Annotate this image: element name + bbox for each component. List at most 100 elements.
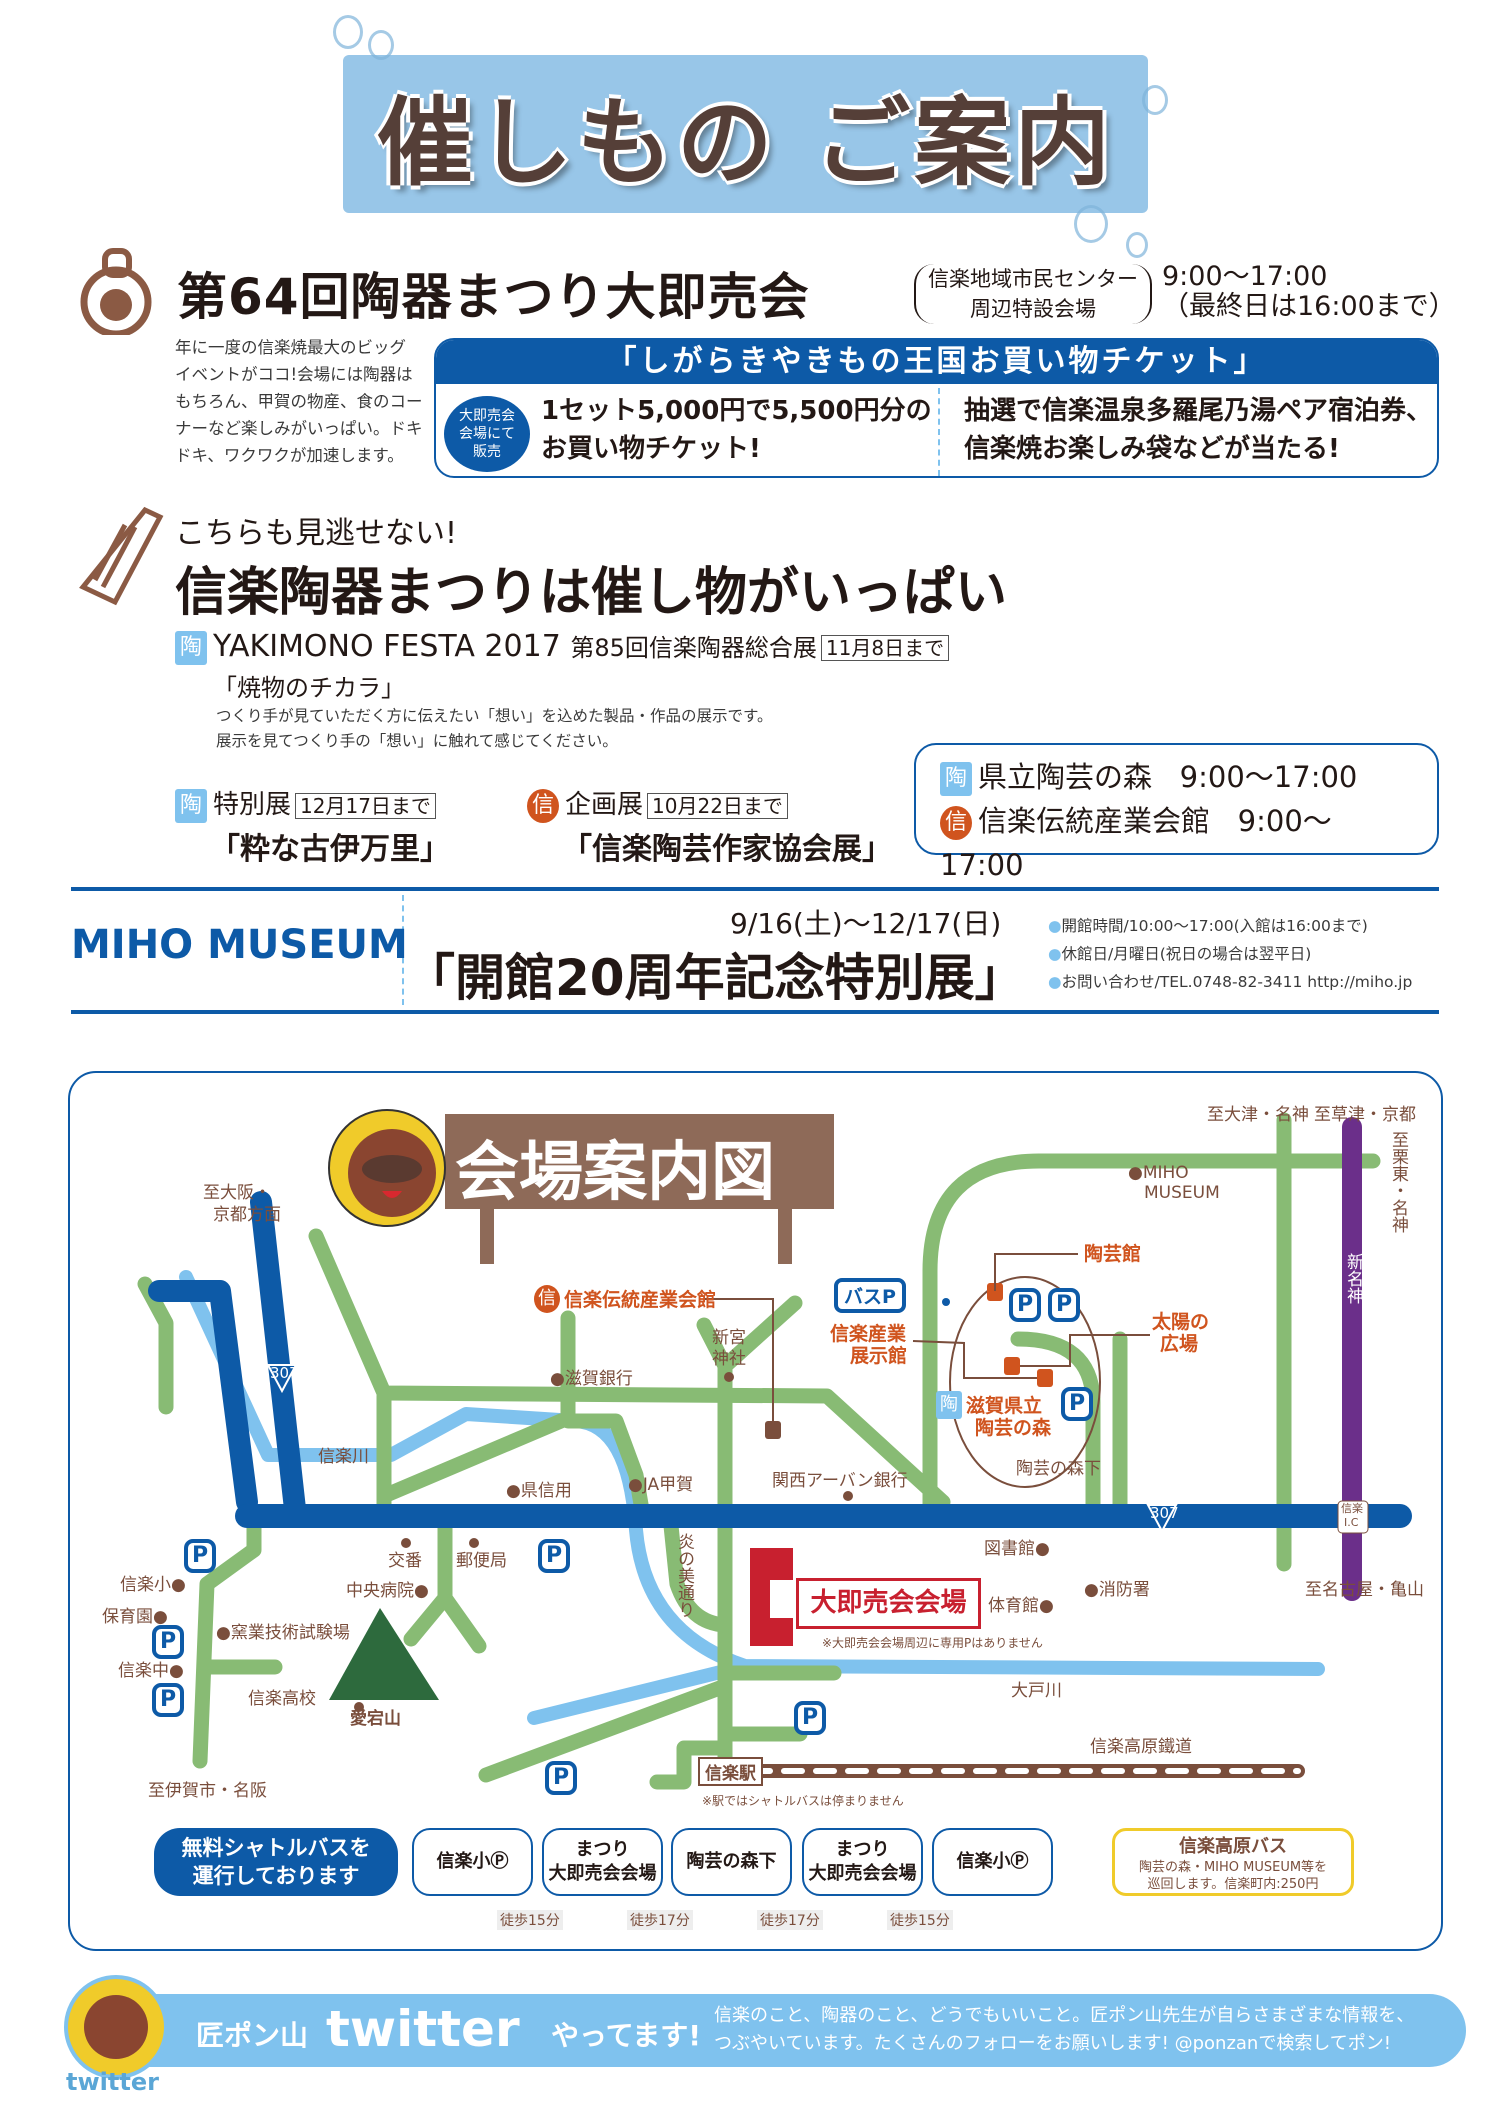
parking-icon: P — [545, 1761, 577, 1795]
sign-board — [445, 1114, 834, 1264]
route-number: 307 — [1150, 1504, 1179, 1522]
shuttle-stop: 陶芸の森下 — [671, 1828, 792, 1896]
events-title: 信楽陶器まつりは催し物がいっぱい — [175, 563, 1008, 623]
shuttle-stop: まつり大即売会会場 — [802, 1828, 923, 1896]
ic-box — [1337, 1500, 1369, 1534]
ticket-lottery: 抽選で信楽温泉多羅尾乃湯ペア宿泊券、 信楽焼お楽しみ袋などが当たる! — [964, 392, 1432, 468]
shuttle-stop: 信楽小Ⓟ — [412, 1828, 533, 1896]
divider — [71, 887, 1439, 891]
bus-parking-label: バスP — [834, 1278, 906, 1313]
poi-label: 体育館● — [988, 1596, 1054, 1616]
pottery-jar-icon — [80, 248, 152, 335]
offer-line: お買い物チケット! — [541, 434, 761, 464]
desc-line: 展示を見てつくり手の「想い」に触れて感じてください。 — [216, 732, 618, 750]
kogen-bus-title: 信楽高原バス — [1179, 1836, 1287, 1857]
divider — [71, 1010, 1439, 1014]
direction-label: 至名古屋・亀山 — [1305, 1580, 1424, 1600]
badge-line: 販売 — [473, 444, 501, 460]
shuttle-stop: 信楽小Ⓟ — [932, 1828, 1053, 1896]
route-shield-icon — [266, 1364, 1178, 1534]
ic-label: 信楽 — [1341, 1502, 1363, 1515]
info-text: 休館日/月曜日(祝日の場合は翌平日) — [1061, 945, 1312, 963]
festival-time: 9:00〜17:00 — [1162, 261, 1328, 292]
msg-line: 信楽のこと、陶器のこと、どうでもいいこと。匠ポン山先生が自らさまざまな情報を、 — [714, 2005, 1415, 2026]
poi-label: 関西アーバン銀行 — [772, 1471, 908, 1491]
shuttle-line: 運行しております — [192, 1864, 360, 1888]
bubble-decoration — [1074, 205, 1108, 243]
sale-badge: 大即売会 会場にて 販売 — [444, 396, 530, 472]
facility-label: 展示館 — [850, 1345, 908, 1367]
poi-label: 交番 — [388, 1551, 422, 1571]
stop-name: 信楽小Ⓟ — [436, 1851, 509, 1872]
poi-label: 中央病院● — [346, 1581, 429, 1601]
bubble-decoration — [1126, 232, 1148, 258]
parking-icon: P — [794, 1701, 826, 1735]
parking-icon: P — [538, 1539, 570, 1573]
desc-line: 年に一度の信楽焼最大のビッグ — [175, 338, 406, 357]
bus-stop-label: 陶芸の森下 — [1016, 1459, 1101, 1479]
direction-label: 至栗東・名神 — [1388, 1131, 1408, 1233]
route-307-west — [148, 1191, 306, 1520]
tanuki-face-icon — [84, 1995, 148, 2059]
museum-icon-shin: 信 — [534, 1285, 560, 1313]
miho-info: ●開館時間/10:00〜17:00(入館は16:00まで) ●休館日/月曜日(祝… — [1048, 912, 1412, 996]
museum-icon-to: 陶 — [936, 1391, 962, 1419]
walk-time: 徒歩15分 — [497, 1910, 563, 1930]
offer-line: 1セット5,000円で5,500円分の — [541, 396, 932, 426]
desc-line: イベントがココ!会場には陶器は — [175, 365, 413, 384]
facility-label: 陶芸館 — [1084, 1243, 1142, 1265]
shuttle-bus-label: 無料シャトルバスを 運行しております — [154, 1828, 398, 1896]
parking-icon: P — [1009, 1288, 1041, 1322]
ticket-offer: 1セット5,000円で5,500円分の お買い物チケット! — [541, 392, 932, 468]
poi-label: ●消防署 — [1084, 1580, 1150, 1600]
divider — [938, 388, 940, 476]
map-title: 会場案内図 — [455, 1136, 775, 1210]
stop-name: 陶芸の森下 — [686, 1851, 777, 1872]
museum-icon-shin: 信 — [940, 806, 972, 840]
badge-line: 大即売会 — [459, 408, 515, 424]
parking-icon: P — [1061, 1387, 1093, 1421]
museum-icon-to: 陶 — [940, 762, 972, 796]
title-banner: 催しもの ご案内 — [333, 15, 1168, 258]
miho-exhibit-title: 「開館20周年記念特別展」 — [405, 949, 1025, 1007]
desc-line: ナーなど楽しみがいっぱい。ドキ — [175, 419, 423, 438]
twitter-banner[interactable]: 匠ポン山 twitter やってます! 信楽のこと、陶器のこと、どうでもいいこと… — [136, 1994, 1466, 2067]
yakimono-name: YAKIMONO FESTA 2017 — [213, 629, 561, 664]
yakimono-theme: 「焼物のチカラ」 — [213, 674, 405, 702]
venue-map: 会場案内図 307 307 至大阪・ 京都方面 至大津・名神 至草津・京都 至栗… — [68, 1071, 1443, 1951]
venue-note: ※大即売会会場周辺に専用Pはありません — [822, 1636, 1043, 1650]
bubble-decoration — [368, 30, 394, 60]
poi-label: ●県信用 — [506, 1481, 572, 1501]
direction-label: 至伊賀市・名阪 — [148, 1781, 267, 1801]
poi-label: 信楽高校 — [248, 1689, 316, 1709]
facility-label: 太陽の — [1152, 1311, 1210, 1333]
badge-line: 会場にて — [459, 426, 515, 442]
festival-description: 年に一度の信楽焼最大のビッグ イベントがココ!会場には陶器は もちろん、甲賀の物… — [175, 334, 430, 469]
events-kicker: こちらも見逃せない! — [175, 516, 458, 551]
mountain-icon — [329, 1608, 439, 1700]
poi-label: MUSEUM — [1144, 1183, 1220, 1203]
bubble-decoration — [333, 15, 363, 49]
msg-line: つぶやいています。たくさんのフォローをお願いします! @ponzanで検索してポ… — [714, 2033, 1392, 2054]
ceramic-park-circle — [949, 1276, 1101, 1488]
festival-title: 第64回陶器まつり大即売会 — [177, 268, 810, 326]
route-number: 307 — [270, 1364, 299, 1382]
parking-icon: P — [152, 1683, 184, 1717]
desc-line: もちろん、甲賀の物産、食のコー — [175, 392, 423, 411]
poi-label: 新宮 — [712, 1328, 746, 1348]
special-title: 「粋な古伊万里」 — [210, 832, 450, 867]
exhibit-name: 特別展 — [213, 790, 292, 820]
shuttle-line: 無料シャトルバスを — [181, 1836, 371, 1860]
poi-label: ●JA甲賀 — [628, 1475, 694, 1495]
station-label: 信楽駅 — [698, 1757, 763, 1786]
until-tag: 11月8日まで — [820, 634, 950, 661]
poi-label: ●滋賀銀行 — [550, 1369, 633, 1389]
kogen-bus-box: 信楽高原バス 陶芸の森・MIHO MUSEUM等を 巡回します。信楽町内:250… — [1112, 1828, 1354, 1896]
exhibit-name: 企画展 — [565, 790, 644, 820]
twitter-wordmark: twitter — [326, 2000, 520, 2058]
divider — [402, 895, 404, 1005]
hours-row: 信信楽伝統産業会館 9:00〜17:00 — [940, 799, 1413, 887]
mountain-label: 愛宕山 — [350, 1709, 401, 1729]
info-text: お問い合わせ/TEL.0748-82-3411 http://miho.jp — [1061, 973, 1413, 991]
